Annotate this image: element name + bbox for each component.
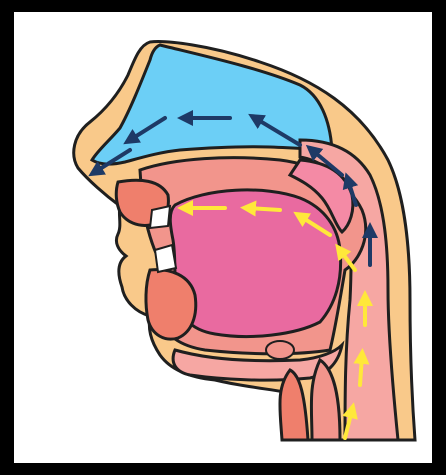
epiglottis xyxy=(266,341,294,359)
lower-lip xyxy=(146,270,196,339)
arrow-up-icon xyxy=(360,356,362,385)
upper-tooth xyxy=(150,206,170,228)
arrow-left-icon xyxy=(248,208,280,210)
lower-tooth xyxy=(155,245,176,272)
